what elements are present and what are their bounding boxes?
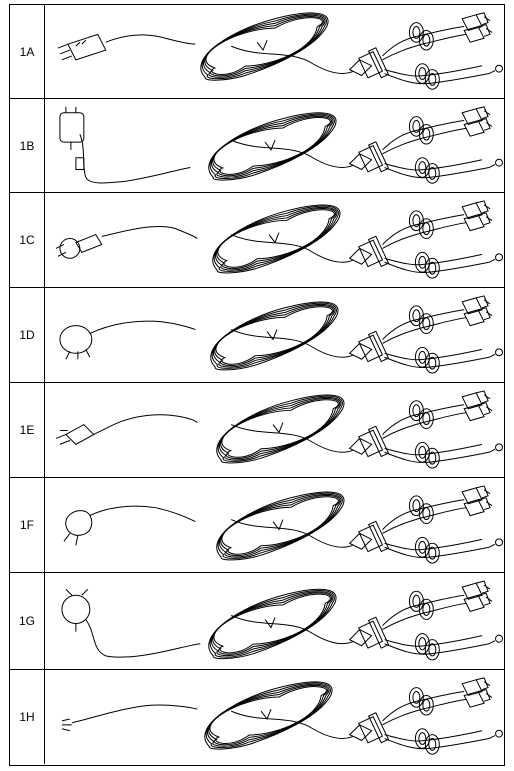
connector-assembly-icon <box>231 391 502 468</box>
cord-illustration <box>46 99 504 193</box>
ch-plug-icon <box>56 415 197 445</box>
label-cell: 1E <box>10 383 45 477</box>
variant-row: 1E <box>10 383 504 478</box>
eu-schuko-plug-icon <box>56 227 197 259</box>
label-cell: 1C <box>10 193 45 287</box>
connector-assembly-icon <box>231 581 502 660</box>
variant-row: 1B <box>10 99 504 193</box>
cord-illustration <box>46 670 504 764</box>
variant-row: 1G <box>10 573 504 670</box>
uk-plug-icon <box>60 107 190 183</box>
variant-label: 1G <box>18 614 35 628</box>
label-cell: 1B <box>10 99 45 192</box>
variant-row: 1D <box>10 288 504 383</box>
variant-label: 1F <box>19 518 34 532</box>
label-cell: 1A <box>10 5 45 98</box>
cord-coil-icon <box>209 113 336 180</box>
cord-coil-icon <box>213 205 340 273</box>
connector-assembly-icon <box>231 13 502 89</box>
cord-illustration <box>46 5 504 99</box>
variant-row: 1A <box>10 5 504 99</box>
cord-coil-icon <box>217 395 344 463</box>
cord-illustration <box>46 478 504 573</box>
label-cell: 1D <box>10 288 45 382</box>
connector-assembly-icon <box>231 486 502 563</box>
au-plug-icon <box>60 321 195 359</box>
cord-illustration <box>46 288 504 383</box>
label-cell: 1G <box>10 573 45 669</box>
variant-row: 1F <box>10 478 504 573</box>
us-plug-icon <box>58 34 195 59</box>
label-cell: 1F <box>10 478 45 572</box>
variant-label: 1C <box>19 233 35 247</box>
connector-assembly-icon <box>231 678 502 754</box>
dk-plug-icon <box>64 506 195 545</box>
variant-label: 1H <box>19 710 35 724</box>
connector-assembly-icon <box>231 296 502 373</box>
variant-label: 1E <box>19 423 35 437</box>
cord-coil-icon <box>201 13 328 80</box>
power-cord-variants-table: 1A 1B 1C 1D <box>9 4 505 766</box>
cord-coil-icon <box>205 682 332 749</box>
in-plug-icon <box>62 589 200 657</box>
cord-illustration <box>46 383 504 478</box>
cord-illustration <box>46 193 504 288</box>
label-cell: 1H <box>10 670 45 764</box>
connector-assembly-icon <box>231 107 502 183</box>
cord-coil-icon <box>211 302 338 370</box>
variant-label: 1A <box>19 44 35 59</box>
variant-label: 1D <box>19 328 35 342</box>
variant-row: 1H <box>10 670 504 764</box>
variant-row: 1C <box>10 193 504 288</box>
cord-illustration <box>46 573 504 670</box>
cord-coil-icon <box>217 492 344 560</box>
connector-assembly-icon <box>231 201 502 278</box>
variant-label: 1B <box>19 138 35 153</box>
bare-wire-icon <box>62 705 197 731</box>
